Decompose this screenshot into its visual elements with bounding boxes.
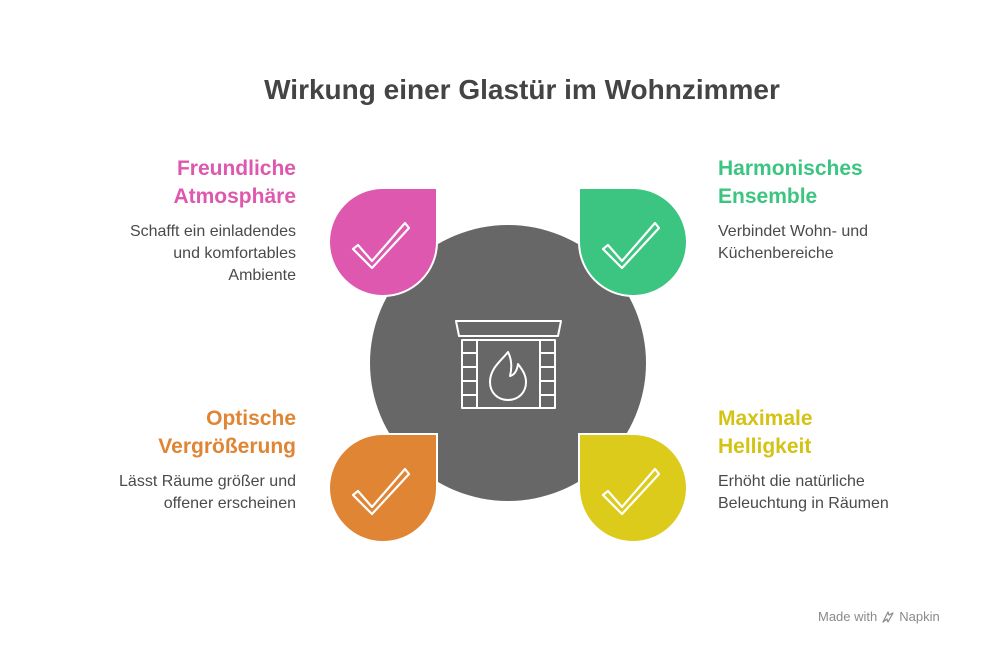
center-circle	[370, 225, 646, 501]
petal-bottom-right-fill	[580, 435, 686, 541]
napkin-logo-icon	[882, 610, 894, 623]
petal-top-right-fill	[580, 189, 686, 295]
checkmark-icon	[601, 467, 661, 516]
petal-bottom-left-fill	[330, 435, 436, 541]
petal-bottom-left	[328, 433, 438, 543]
petal-top-left-fill	[330, 189, 436, 295]
flame-icon	[489, 351, 527, 401]
footer-brand: Napkin	[899, 609, 940, 624]
petal-top-left	[328, 187, 438, 297]
checkmark-icon	[601, 221, 661, 270]
footer-made-with: Made with	[818, 609, 878, 624]
checkmark-icon	[351, 467, 411, 516]
petal-bottom-right	[578, 433, 688, 543]
petal-top-right	[578, 187, 688, 297]
fireplace-icon	[455, 320, 562, 409]
checkmark-icon	[351, 221, 411, 270]
footer-credit[interactable]: Made with Napkin	[818, 609, 940, 624]
page-title: Wirkung einer Glastür im Wohnzimmer	[264, 74, 780, 105]
